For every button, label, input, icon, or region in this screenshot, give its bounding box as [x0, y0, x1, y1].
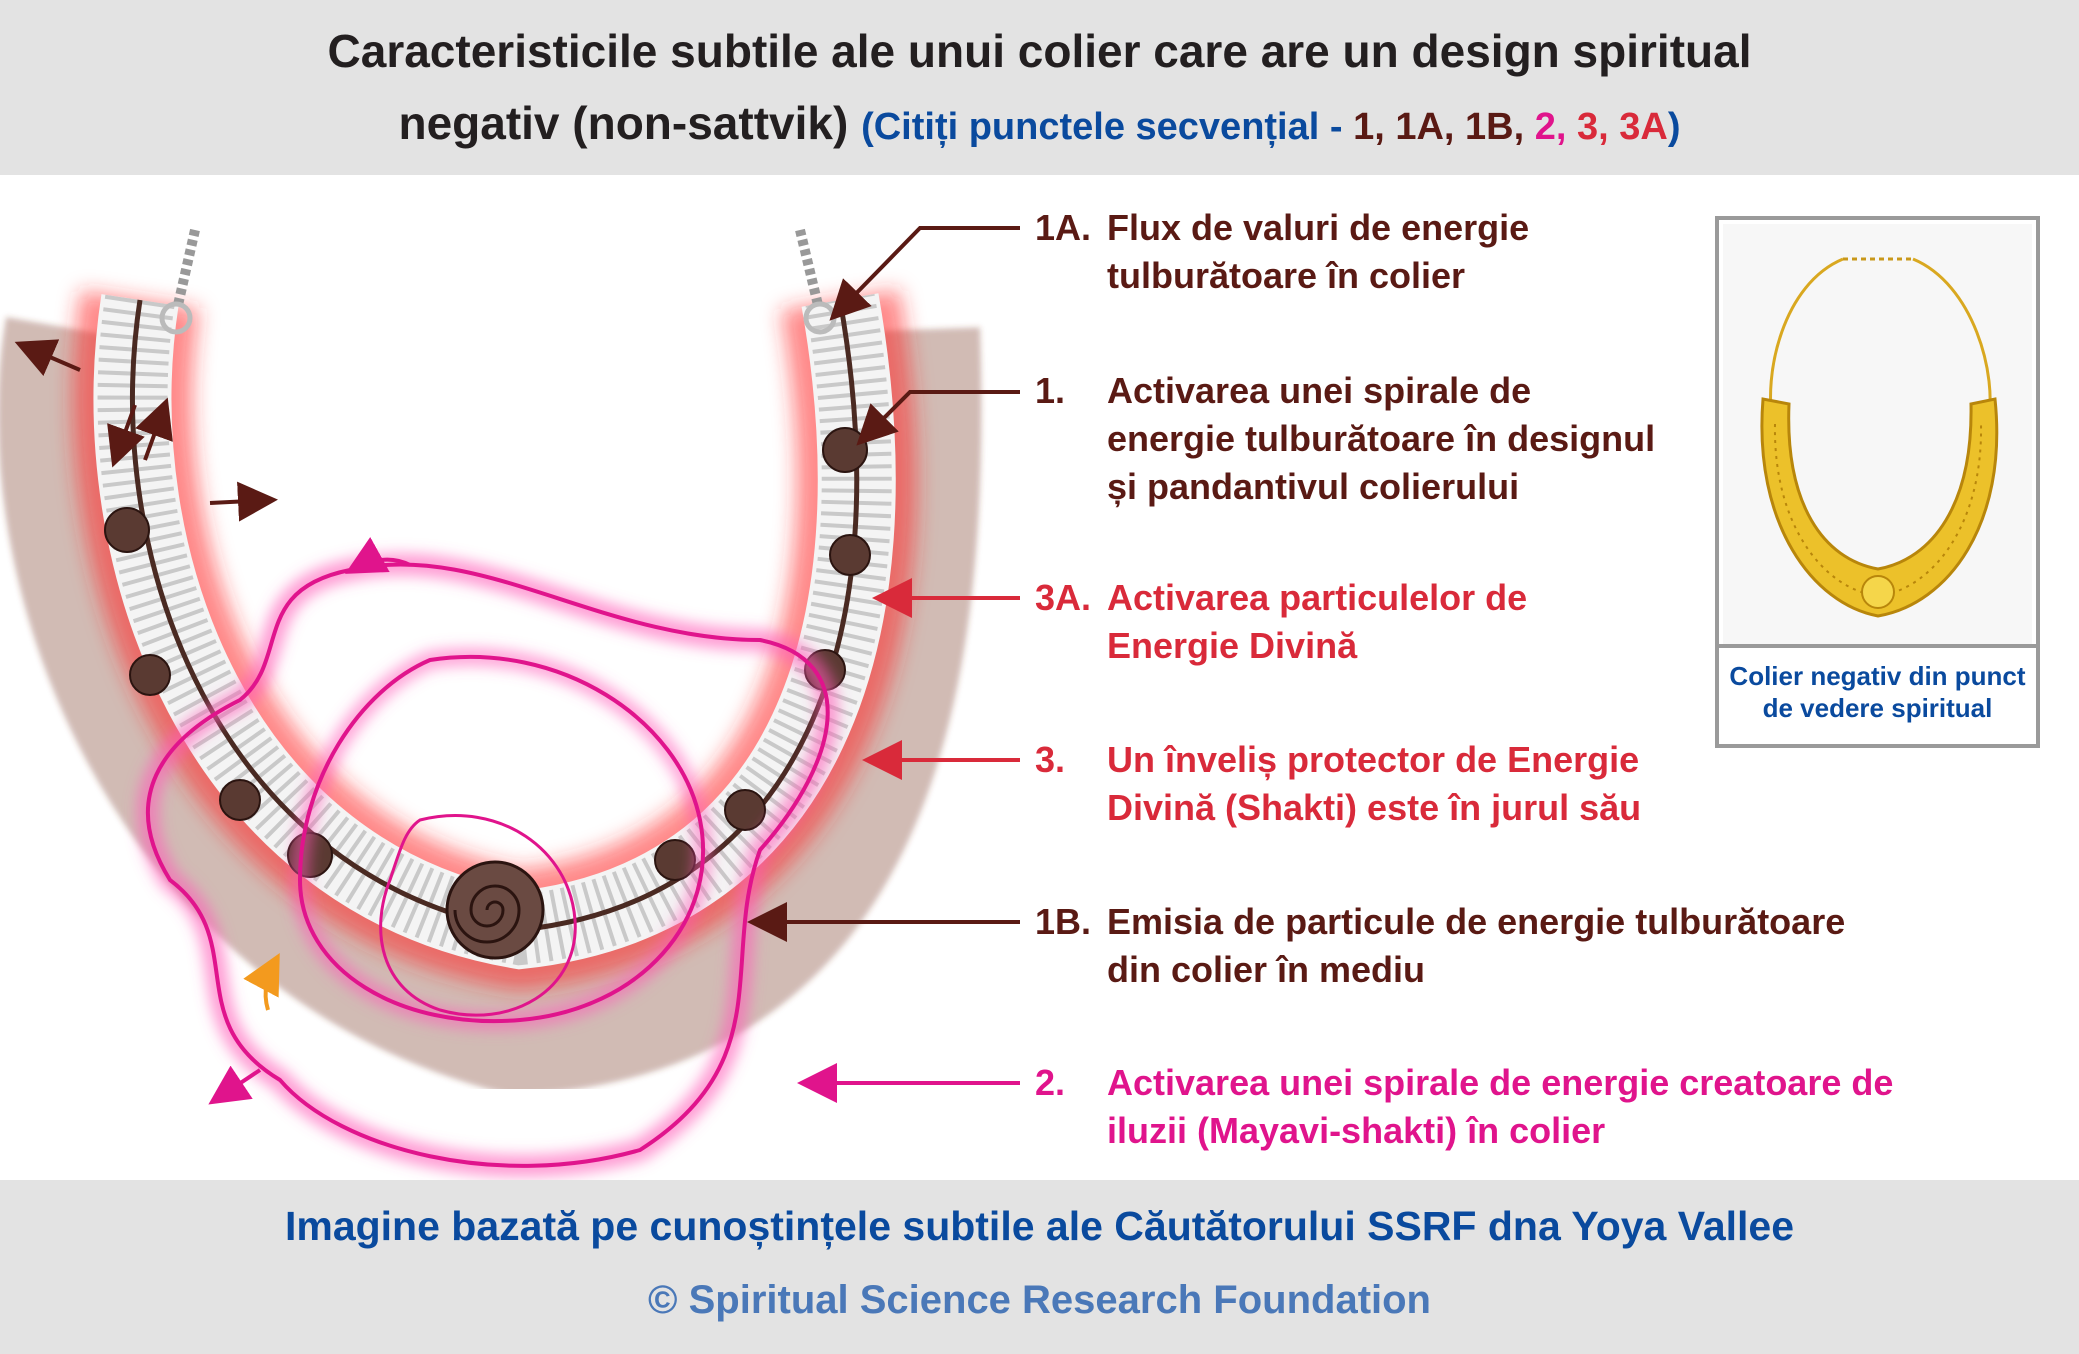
header-band: Caracteristicile subtile ale unui colier… — [0, 0, 2079, 175]
left-chain — [173, 228, 200, 307]
label-line: Activarea unei spirale de — [1107, 370, 1532, 411]
necklace-chain — [1769, 257, 1992, 425]
seq-1: 1 — [1353, 106, 1375, 148]
label-2: 2. Activarea unei spirale de energie cre… — [1035, 1059, 2035, 1155]
title-line-1: Caracteristicile subtile ale unui colier… — [327, 25, 1752, 77]
flow-arrow — [107, 404, 145, 468]
left-chain-ring — [159, 301, 193, 335]
seq-sep: , — [1513, 106, 1535, 148]
mayavi-arrow — [208, 1065, 262, 1105]
leader-1 — [856, 390, 1020, 446]
rose-ornament — [129, 654, 171, 696]
seq-1b: 1B — [1465, 106, 1514, 148]
label-number: 3. — [1035, 739, 1066, 780]
label-number: 2. — [1035, 1062, 1066, 1103]
rose-ornament — [654, 839, 696, 881]
label-3a: 3A. Activarea particulelor de Energie Di… — [1035, 574, 1695, 670]
emission-arrow — [14, 339, 81, 377]
pendant-rose — [445, 860, 545, 960]
hint-open: (Citiți punctele secvențial - — [861, 106, 1354, 148]
photo-divider — [1719, 644, 2036, 648]
label-1a: 1A. Flux de valuri de energie tulburătoa… — [1035, 204, 1695, 300]
photo-caption-line-1: Colier negativ din punct — [1729, 661, 2026, 691]
label-1b: 1B. Emisia de particule de energie tulbu… — [1035, 898, 1995, 994]
reference-photo-box: Colier negativ din punct de vedere spiri… — [1715, 216, 2040, 748]
photo-caption-line-2: de vedere spiritual — [1762, 693, 1993, 723]
label-line: Emisia de particule de energie tulburăto… — [1107, 901, 1846, 942]
label-line: energie tulburătoare în designul — [1107, 418, 1656, 459]
necklace-diagram — [0, 226, 1020, 1177]
copyright-line: © Spiritual Science Research Foundation — [648, 1278, 1431, 1322]
hint-close: ) — [1667, 106, 1681, 148]
label-line: Divină (Shakti) este în jurul său — [1107, 787, 1642, 828]
rose-ornament — [822, 427, 868, 473]
energy-particle-arrow — [243, 952, 280, 1011]
label-number: 1B. — [1035, 901, 1092, 942]
title-line-2-text: negativ (non-sattvik) — [398, 97, 849, 149]
label-line: Activarea particulelor de — [1107, 577, 1528, 618]
seq-1a: 1A — [1395, 106, 1444, 148]
label-1: 1. Activarea unei spirale de energie tul… — [1035, 367, 1715, 511]
label-number: 1A. — [1035, 207, 1092, 248]
seq-sep: , — [1555, 106, 1578, 148]
label-line: din colier în mediu — [1107, 949, 1426, 990]
pendant — [1861, 575, 1895, 609]
seq-sep: , — [1374, 106, 1396, 148]
flow-arrow — [135, 397, 173, 461]
rose-ornament — [104, 507, 150, 553]
label-line: Energie Divină — [1107, 625, 1358, 666]
right-chain — [795, 228, 823, 307]
credit-line: Imagine bazată pe cunoștințele subtile a… — [284, 1203, 1795, 1249]
label-number: 3A. — [1035, 577, 1092, 618]
label-line: Un înveliș protector de Energie — [1107, 739, 1640, 780]
rose-ornament — [724, 789, 766, 831]
pendant-spiral — [453, 884, 521, 944]
rose-ornament — [219, 779, 261, 821]
label-number: 1. — [1035, 370, 1066, 411]
footer-band: Imagine bazată pe cunoștințele subtile a… — [0, 1180, 2079, 1354]
seq-2: 2 — [1534, 106, 1556, 148]
gold-necklace-illustration — [1760, 257, 1999, 618]
mayavi-arrow — [345, 536, 411, 574]
reading-order-hint: (Citiți punctele secvențial - 1, 1A, 1B,… — [861, 106, 1680, 148]
label-line: Activarea unei spirale de energie creato… — [1107, 1062, 1894, 1103]
label-3: 3. Un înveliș protector de Energie Divin… — [1035, 736, 1715, 832]
seq-3a: 3A — [1619, 106, 1668, 148]
seq-sep: , — [1443, 106, 1466, 148]
seq-3: 3 — [1577, 106, 1599, 148]
label-line: și pandantivul colierului — [1107, 466, 1520, 507]
leader-1a — [829, 226, 1020, 321]
title-line-2: negativ (non-sattvik) (Citiți punctele s… — [0, 96, 2079, 150]
seq-sep: , — [1598, 106, 1620, 148]
label-line: iluzii (Mayavi-shakti) în colier — [1107, 1110, 1606, 1151]
label-line: Flux de valuri de energie — [1107, 207, 1530, 248]
mayavi-energy-spiral — [136, 553, 839, 1177]
photo-caption: Colier negativ din punct de vedere spiri… — [1719, 660, 2036, 724]
emission-arrow — [209, 481, 278, 522]
rose-ornament — [829, 534, 871, 576]
necklace-photo — [1723, 224, 2032, 644]
label-line: tulburătoare în colier — [1107, 255, 1466, 296]
